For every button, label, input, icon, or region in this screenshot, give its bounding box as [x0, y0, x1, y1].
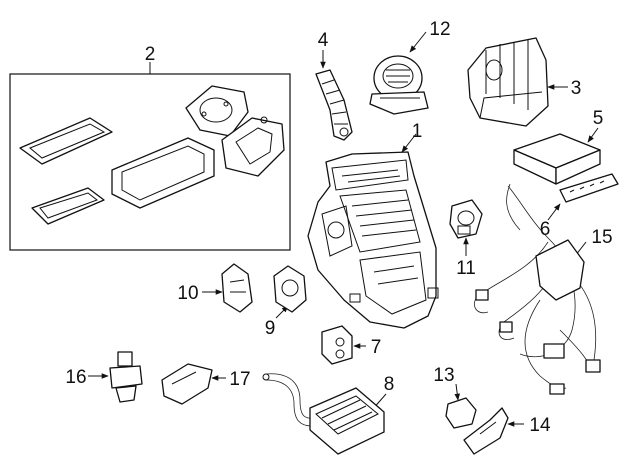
- part-6-filter-door: [547, 173, 619, 221]
- part-8-evaporator: [262, 373, 387, 455]
- part-17-module: [161, 363, 226, 405]
- callout-13: 13: [433, 365, 454, 386]
- part-10-sensor: [202, 263, 253, 313]
- part-3-blower-housing: [467, 37, 568, 127]
- callout-12: 12: [429, 19, 450, 40]
- callout-7: 7: [371, 337, 382, 358]
- callout-10: 10: [177, 283, 198, 304]
- callout-1: 1: [412, 121, 423, 142]
- kit-frame: [9, 73, 291, 251]
- callout-14: 14: [529, 415, 551, 436]
- part-16-temp-sensor: [88, 351, 143, 403]
- part-11-actuator: [449, 199, 483, 256]
- callout-6: 6: [540, 219, 551, 240]
- callout-8: 8: [384, 374, 395, 395]
- callout-labels: 1 2 3 4 5 6 7 8 9 10 11 12 13 14 15 16 1…: [65, 19, 612, 436]
- part-12-blower-motor: [369, 31, 429, 115]
- callout-11: 11: [456, 258, 476, 279]
- callout-17: 17: [229, 369, 250, 390]
- part-2-seal-kit: [9, 62, 291, 251]
- part-14-connector: [463, 407, 524, 455]
- part-5-cabin-filter: [513, 127, 601, 185]
- part-9-actuator: [273, 265, 307, 319]
- part-1-hvac-case: [307, 133, 439, 329]
- part-4-duct-hose: [315, 50, 353, 141]
- callout-16: 16: [65, 367, 86, 388]
- callout-15: 15: [591, 227, 612, 248]
- callout-2: 2: [145, 44, 156, 65]
- callout-9: 9: [265, 318, 276, 339]
- part-13-relay: [445, 383, 477, 429]
- part-15-wiring-harness: [474, 183, 601, 395]
- callout-5: 5: [593, 108, 604, 129]
- callout-3: 3: [571, 78, 582, 99]
- callout-4: 4: [318, 30, 329, 51]
- part-7-expansion-valve: [321, 325, 366, 365]
